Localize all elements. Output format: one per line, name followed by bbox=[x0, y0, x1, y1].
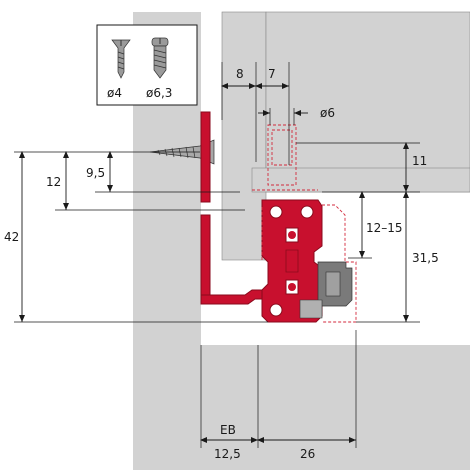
dim-26: 26 bbox=[300, 447, 315, 461]
screw-6-3mm-icon bbox=[151, 37, 169, 79]
dim-9-5: 9,5 bbox=[86, 166, 105, 180]
slide-profile-red bbox=[200, 111, 323, 323]
dim-12-5: 12,5 bbox=[214, 447, 241, 461]
drawer-front-strip bbox=[251, 167, 470, 193]
dim-42: 42 bbox=[4, 230, 19, 244]
screw-4mm-icon bbox=[111, 39, 131, 79]
dim-12-15: 12–15 bbox=[366, 221, 403, 235]
screw-callout-box bbox=[96, 24, 198, 106]
drawer-side-panel bbox=[221, 11, 267, 261]
dim-11: 11 bbox=[412, 154, 427, 168]
lower-panel bbox=[201, 345, 470, 470]
dim-d6: ø6 bbox=[320, 106, 335, 120]
dim-eb: EB bbox=[220, 423, 236, 437]
dim-31-5: 31,5 bbox=[412, 251, 439, 265]
slide-mechanism-grey bbox=[299, 261, 353, 319]
dim-12: 12 bbox=[46, 175, 61, 189]
dim-7: 7 bbox=[268, 67, 276, 81]
label-screw-4: ø4 bbox=[107, 86, 122, 100]
label-screw-6-3: ø6,3 bbox=[146, 86, 172, 100]
drawer-bottom-panel bbox=[265, 11, 470, 193]
dim-8: 8 bbox=[236, 67, 244, 81]
